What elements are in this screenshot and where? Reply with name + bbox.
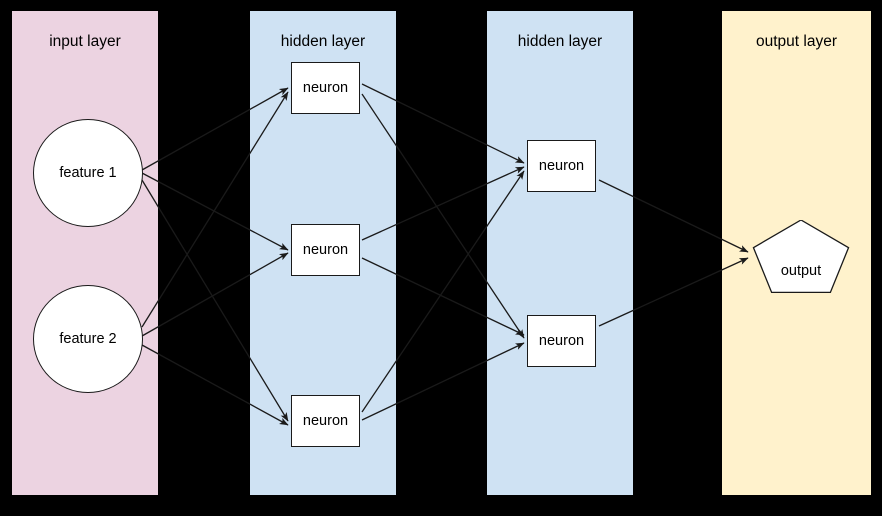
node-hidden-2-1[interactable]: neuron <box>527 140 596 192</box>
layer-panel-hidden-2: hidden layer <box>487 11 633 495</box>
node-label: output <box>780 262 822 279</box>
node-hidden-1-1[interactable]: neuron <box>291 62 360 114</box>
node-label: neuron <box>302 413 349 429</box>
pentagon-shape <box>752 220 850 294</box>
layer-title-input: input layer <box>49 33 121 50</box>
node-input-2[interactable]: feature 2 <box>33 285 143 393</box>
node-label: neuron <box>538 158 585 174</box>
layer-title-hidden-1: hidden layer <box>280 33 366 50</box>
node-label: neuron <box>302 80 349 96</box>
node-input-1[interactable]: feature 1 <box>33 119 143 227</box>
node-hidden-1-3[interactable]: neuron <box>291 395 360 447</box>
node-label: neuron <box>538 333 585 349</box>
layer-panel-input: input layer <box>12 11 158 495</box>
node-hidden-1-2[interactable]: neuron <box>291 224 360 276</box>
layer-title-output: output layer <box>756 33 837 50</box>
node-label: neuron <box>302 242 349 258</box>
node-hidden-2-2[interactable]: neuron <box>527 315 596 367</box>
layer-title-hidden-2: hidden layer <box>517 33 603 50</box>
node-output-pentagon[interactable]: output <box>750 220 852 302</box>
node-label: feature 2 <box>59 331 117 347</box>
node-label: feature 1 <box>59 165 117 181</box>
